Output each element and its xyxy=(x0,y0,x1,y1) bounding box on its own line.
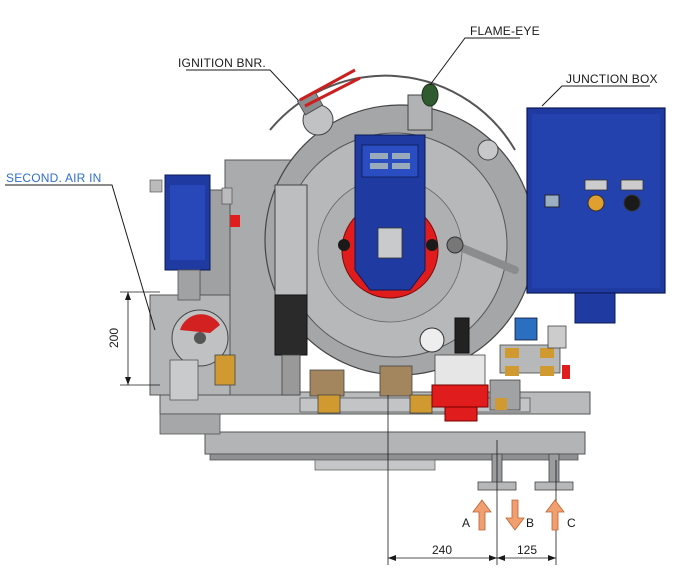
junction-box xyxy=(526,107,666,324)
label-ignition-burner: IGNITION BNR. xyxy=(178,56,266,70)
flow-arrow-a xyxy=(472,499,492,531)
label-second-air-in: SECOND. AIR IN xyxy=(6,171,102,185)
dimension-200: 200 xyxy=(107,327,122,349)
label-flame-eye: FLAME-EYE xyxy=(470,24,540,38)
burner-head xyxy=(264,74,536,376)
flow-arrow-c xyxy=(545,499,565,531)
flame-eye xyxy=(407,83,499,161)
dimension-240: 240 xyxy=(432,543,453,557)
leader-lines xyxy=(5,37,650,331)
air-cylinder xyxy=(274,184,308,396)
label-junction-box: JUNCTION BOX xyxy=(566,72,658,86)
air-damper-actuator xyxy=(164,174,211,301)
port-label-b: B xyxy=(526,516,535,530)
dimension-arrowheads xyxy=(125,292,556,561)
valve-train xyxy=(149,179,570,422)
flow-arrow-b xyxy=(505,499,525,531)
dimension-125: 125 xyxy=(517,543,538,557)
ignition-burner xyxy=(296,68,361,136)
port-label-a: A xyxy=(462,516,471,530)
port-label-c: C xyxy=(567,516,576,530)
